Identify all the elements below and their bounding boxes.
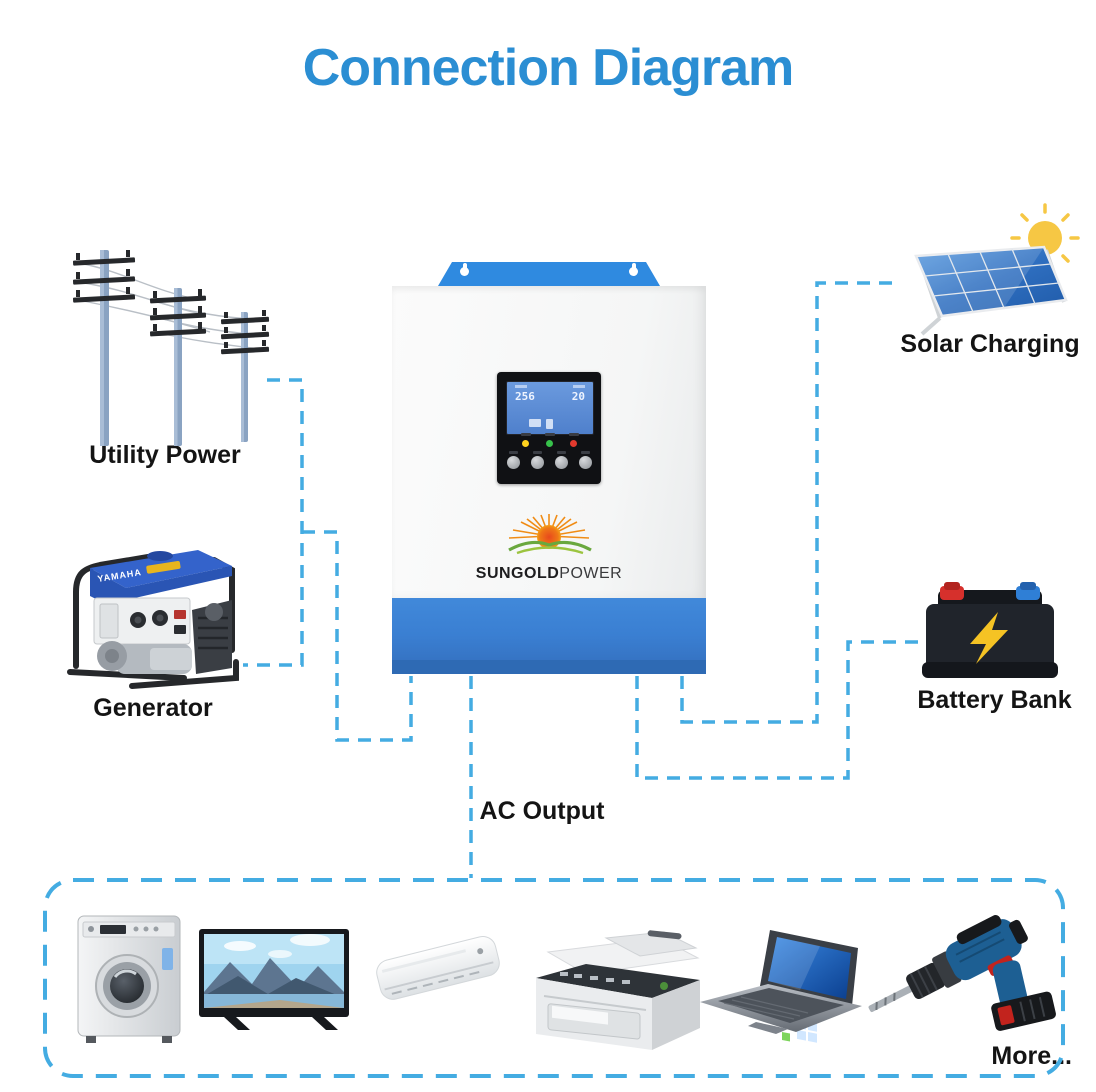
battery-icon — [922, 582, 1058, 678]
utility-poles-icon — [72, 250, 270, 446]
sungold-power-logo: SUNGOLDPOWER — [392, 512, 706, 583]
page-title: Connection Diagram — [302, 39, 795, 97]
inverter-mounting-bracket — [438, 262, 660, 286]
keyhole-slot-icon — [460, 267, 469, 276]
inverter: 256 20 — [392, 262, 706, 674]
printer-icon — [536, 930, 700, 1050]
appliance-box-border — [43, 878, 1065, 1078]
sun-rays-logo-icon — [508, 514, 592, 555]
lightning-bolt-icon — [970, 612, 1008, 664]
air-conditioner-icon — [376, 935, 500, 1000]
solar-charging-label: Solar Charging — [900, 330, 1080, 358]
keyhole-slot-icon — [629, 267, 638, 276]
connection-wires — [243, 281, 920, 878]
lcd-value-left: 256 — [515, 390, 535, 403]
led-yellow — [520, 433, 531, 447]
led-green — [544, 433, 555, 447]
lcd-status-icons — [529, 419, 553, 429]
inverter-button — [554, 451, 568, 469]
wire-battery — [635, 640, 920, 780]
laptop-icon — [700, 930, 862, 1043]
drill-icon — [868, 915, 1056, 1031]
inverter-status-leds — [497, 433, 601, 447]
brand-name: SUNGOLDPOWER — [475, 565, 623, 582]
wire-solar — [680, 281, 901, 724]
wire-ac-input — [302, 530, 413, 742]
inverter-buttons — [497, 451, 601, 469]
led-red — [568, 433, 579, 447]
inverter-blue-band — [392, 598, 706, 660]
inverter-control-panel: 256 20 — [497, 372, 601, 484]
ac-output-label: AC Output — [479, 797, 605, 825]
tv-icon — [199, 929, 349, 1030]
wire-utility-generator — [243, 378, 304, 667]
battery-bank-label: Battery Bank — [917, 686, 1072, 714]
inverter-button — [578, 451, 592, 469]
inverter-button — [530, 451, 544, 469]
inverter-body: 256 20 — [392, 286, 706, 598]
generator-icon: YAMAHA — [67, 550, 239, 689]
lcd-value-right: 20 — [571, 390, 585, 403]
inverter-base-strip — [392, 660, 706, 674]
inverter-button — [506, 451, 520, 469]
utility-power-label: Utility Power — [89, 441, 241, 469]
solar-panel-icon — [914, 245, 1068, 336]
generator-label: Generator — [93, 694, 213, 722]
inverter-lcd-screen: 256 20 — [506, 381, 594, 435]
washing-machine-icon — [77, 915, 181, 1043]
